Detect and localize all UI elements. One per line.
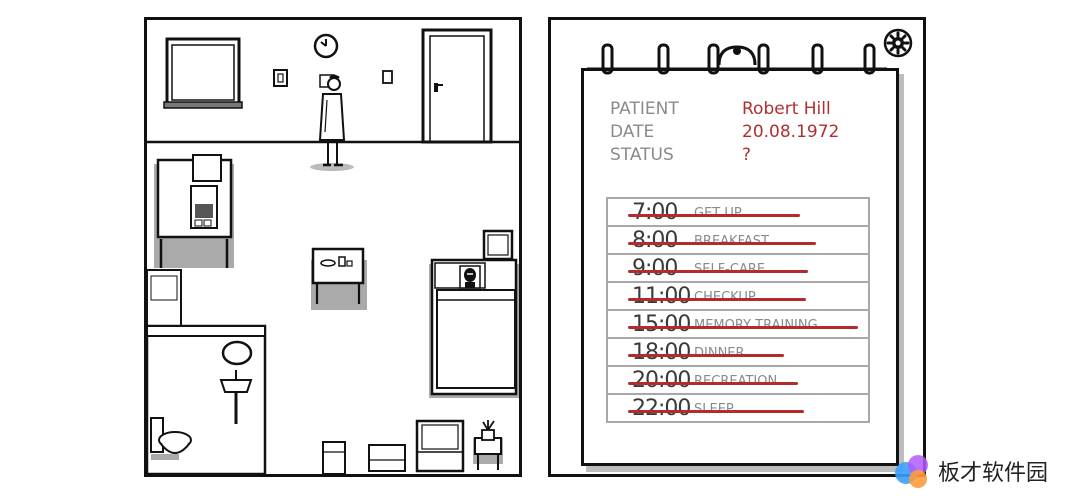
storage-box[interactable] bbox=[368, 444, 406, 472]
schedule-activity: DINNER bbox=[694, 346, 745, 361]
schedule-time: 9:00 bbox=[632, 256, 678, 281]
clipboard-panel: PATIENT Robert Hill DATE 20.08.1972 STAT… bbox=[548, 17, 926, 477]
schedule-activity: SLEEP bbox=[694, 402, 734, 417]
schedule-activity: BREAKFAST bbox=[694, 234, 769, 249]
schedule-row[interactable]: 22:00 SLEEP bbox=[606, 393, 870, 423]
strikethrough-mark bbox=[628, 326, 858, 329]
schedule-activity: MEMORY TRAINING bbox=[694, 318, 818, 333]
sink[interactable] bbox=[219, 370, 253, 424]
picture-frame bbox=[482, 229, 514, 261]
wall-socket bbox=[382, 70, 393, 84]
schedule-row[interactable]: 7:00 GET UP bbox=[606, 197, 870, 227]
strikethrough-mark bbox=[628, 382, 798, 385]
strikethrough-mark bbox=[628, 270, 808, 273]
clock-icon[interactable] bbox=[313, 33, 339, 59]
kitchen-counter[interactable] bbox=[154, 154, 234, 268]
clipboard-rings bbox=[587, 43, 887, 75]
strikethrough-mark bbox=[628, 298, 806, 301]
schedule-activity: GET UP bbox=[694, 206, 742, 221]
patient-name: Robert Hill bbox=[742, 99, 831, 119]
patient-chart: PATIENT Robert Hill DATE 20.08.1972 STAT… bbox=[581, 43, 899, 466]
room-scene bbox=[147, 28, 519, 474]
watermark: 板才软件园 bbox=[892, 451, 1048, 491]
schedule-row[interactable]: 15:00 MEMORY TRAINING bbox=[606, 309, 870, 339]
schedule-time: 22:00 bbox=[632, 396, 691, 421]
schedule-activity: SELF-CARE bbox=[694, 262, 765, 277]
strikethrough-mark bbox=[628, 354, 784, 357]
patient-character[interactable] bbox=[459, 265, 481, 289]
door[interactable] bbox=[421, 28, 493, 144]
status-value: ? bbox=[742, 145, 752, 165]
schedule-row[interactable]: 9:00 SELF-CARE bbox=[606, 253, 870, 283]
schedule-time: 7:00 bbox=[632, 200, 678, 225]
watermark-text: 板才软件园 bbox=[938, 461, 1049, 486]
strikethrough-mark bbox=[628, 214, 800, 217]
schedule-row[interactable]: 18:00 DINNER bbox=[606, 337, 870, 367]
nurse-character[interactable] bbox=[310, 74, 354, 171]
small-table[interactable] bbox=[311, 247, 367, 310]
trash-bin[interactable] bbox=[322, 441, 346, 474]
window bbox=[163, 37, 243, 109]
schedule-activity: CHECKUP bbox=[694, 290, 756, 305]
watermark-logo-icon bbox=[895, 455, 928, 488]
schedule-row[interactable]: 11:00 CHECKUP bbox=[606, 281, 870, 311]
date-value: 20.08.1972 bbox=[742, 122, 840, 142]
schedule-time: 20:00 bbox=[632, 368, 691, 393]
schedule-time: 15:00 bbox=[632, 312, 691, 337]
patient-label: PATIENT bbox=[610, 99, 679, 119]
schedule-row[interactable]: 8:00 BREAKFAST bbox=[606, 225, 870, 255]
dresser[interactable] bbox=[415, 419, 465, 473]
strikethrough-mark bbox=[628, 242, 816, 245]
status-label: STATUS bbox=[610, 145, 674, 165]
schedule-time: 8:00 bbox=[632, 228, 678, 253]
daily-schedule: 7:00 GET UP 8:00 BREAKFAST 9:00 SELF-CAR… bbox=[606, 197, 870, 423]
schedule-time: 11:00 bbox=[632, 284, 691, 309]
potted-plant[interactable] bbox=[473, 420, 503, 470]
schedule-row[interactable]: 20:00 RECREATION bbox=[606, 365, 870, 395]
schedule-activity: RECREATION bbox=[694, 374, 777, 389]
room-view bbox=[144, 17, 522, 477]
strikethrough-mark bbox=[628, 410, 804, 413]
date-label: DATE bbox=[610, 122, 655, 142]
toilet[interactable] bbox=[150, 417, 192, 460]
schedule-time: 18:00 bbox=[632, 340, 691, 365]
mirror[interactable] bbox=[221, 340, 253, 366]
gear-icon[interactable] bbox=[883, 28, 913, 58]
